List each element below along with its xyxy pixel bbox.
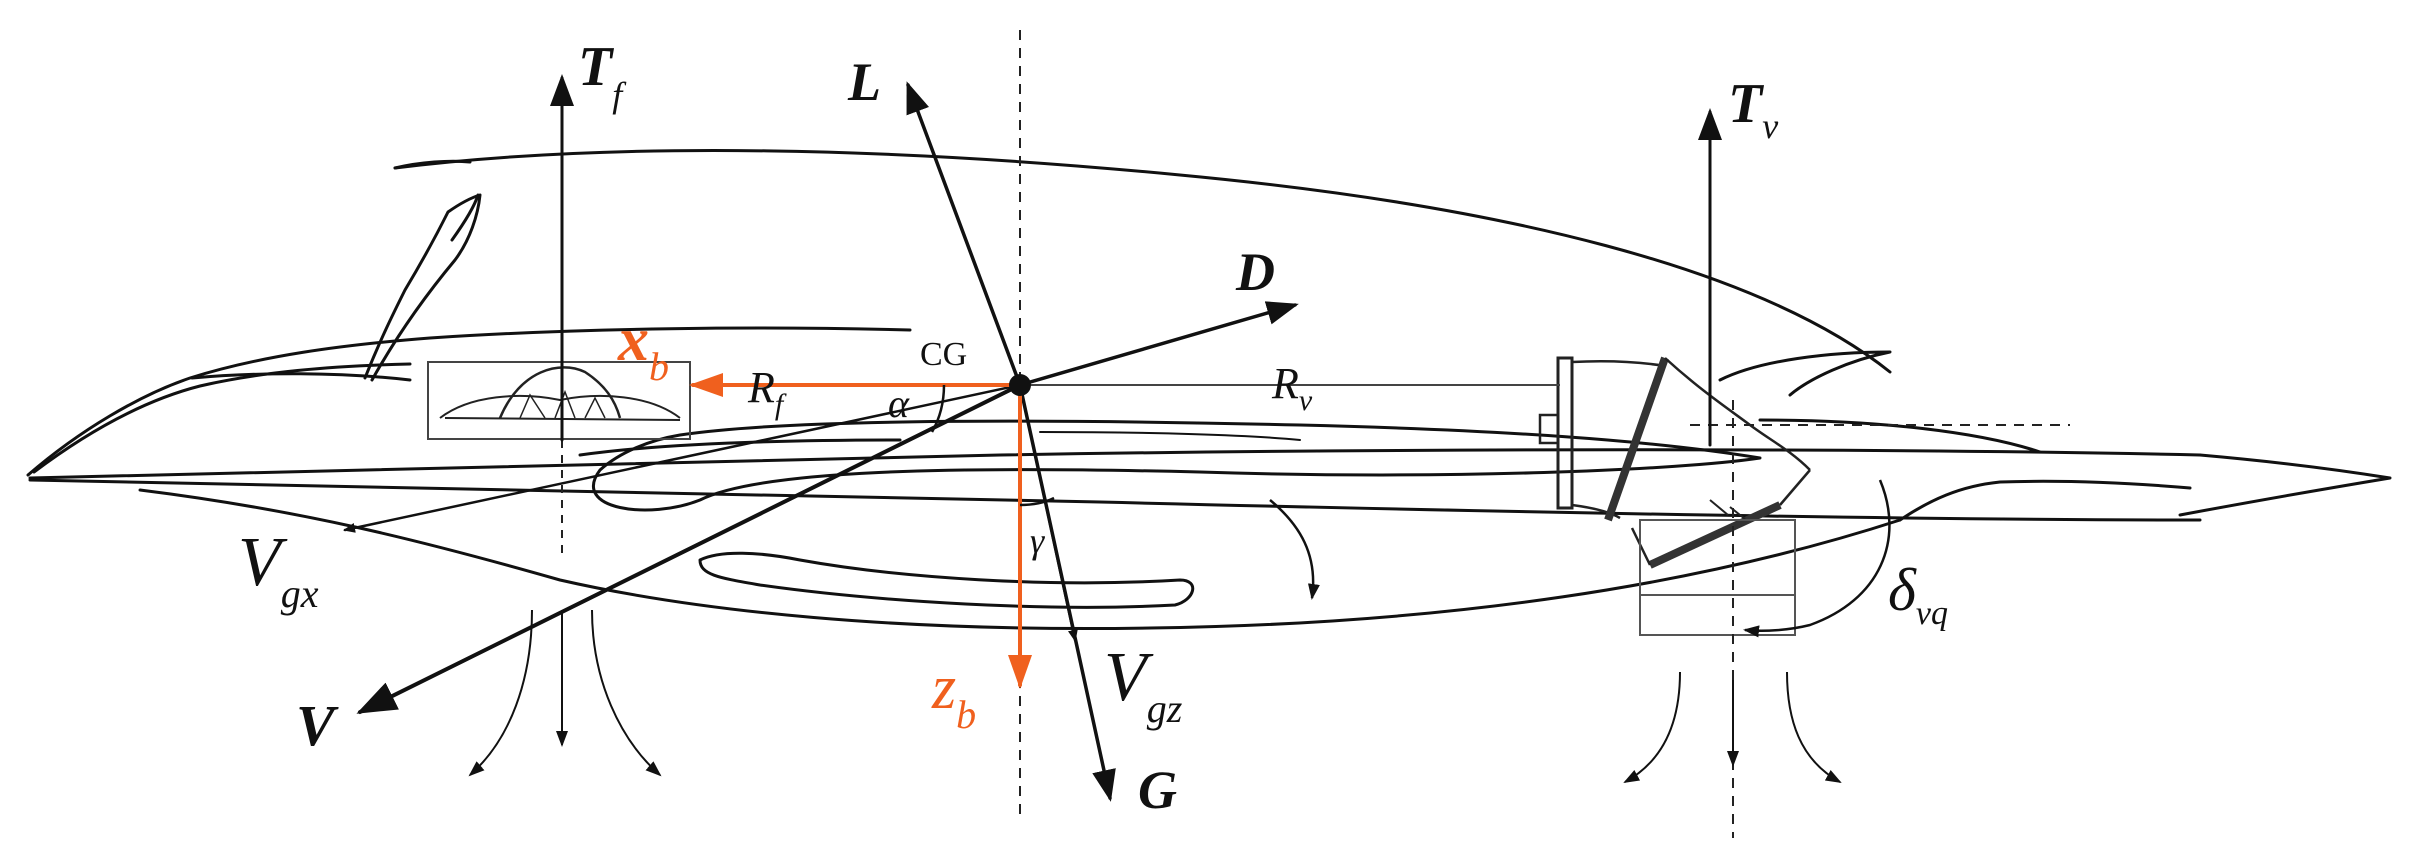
label-drag: D <box>1235 242 1275 302</box>
label-weight: G <box>1138 760 1177 820</box>
aircraft-outline <box>26 149 2392 631</box>
label-alpha: α <box>888 381 910 426</box>
label-delta-vq: δvq <box>1888 557 1948 632</box>
lower-fairing <box>698 551 1194 609</box>
angle-arcs <box>930 384 1891 638</box>
fuselage-bottom-sweep <box>138 488 1902 631</box>
label-tf: Tf <box>578 36 627 115</box>
rear-downwash-arrows <box>1623 671 1842 783</box>
force-vectors <box>343 74 1722 802</box>
label-vgz: Vgz <box>1104 639 1183 731</box>
label-tv: Tv <box>1728 73 1778 146</box>
upper-wing-leading-edge <box>393 159 472 170</box>
label-velocity: V <box>296 693 339 758</box>
lift-vector <box>906 81 1022 387</box>
label-gamma: γ <box>1030 521 1045 561</box>
rear-nozzle-mechanism <box>1538 356 1811 636</box>
nose-upper <box>26 326 912 477</box>
center-of-gravity-point <box>1009 374 1031 396</box>
label-rf: Rf <box>747 363 787 421</box>
vgz-vector <box>1018 383 1078 642</box>
label-zb: zb <box>931 654 976 737</box>
tail-nose-right <box>2178 453 2392 517</box>
vgx-vector <box>343 383 1022 533</box>
delta-arc-top <box>1269 499 1320 600</box>
upper-wing-curve <box>393 149 1892 374</box>
label-xb: xb <box>617 306 669 389</box>
label-cg: CG <box>920 336 967 373</box>
velocity-vector <box>356 383 1022 714</box>
label-vgx: Vgx <box>238 524 319 616</box>
fuselage-top <box>28 448 2202 480</box>
tail-fin-right <box>1718 350 1892 397</box>
drag-vector <box>1018 301 1299 387</box>
label-lift: L <box>847 52 881 112</box>
delta-arc-bottom <box>1743 479 1891 638</box>
gamma-arc <box>1019 496 1055 507</box>
label-rv: Rv <box>1271 359 1313 417</box>
front-downwash-arrows <box>468 609 662 777</box>
alpha-arc <box>930 384 946 433</box>
canopy-fin <box>363 193 482 382</box>
labels: Tf Tv L D G V Vgx Vgz xb zb Rf <box>238 36 1948 820</box>
wing-pod <box>591 419 1762 512</box>
fuselage-mid <box>28 478 2202 522</box>
